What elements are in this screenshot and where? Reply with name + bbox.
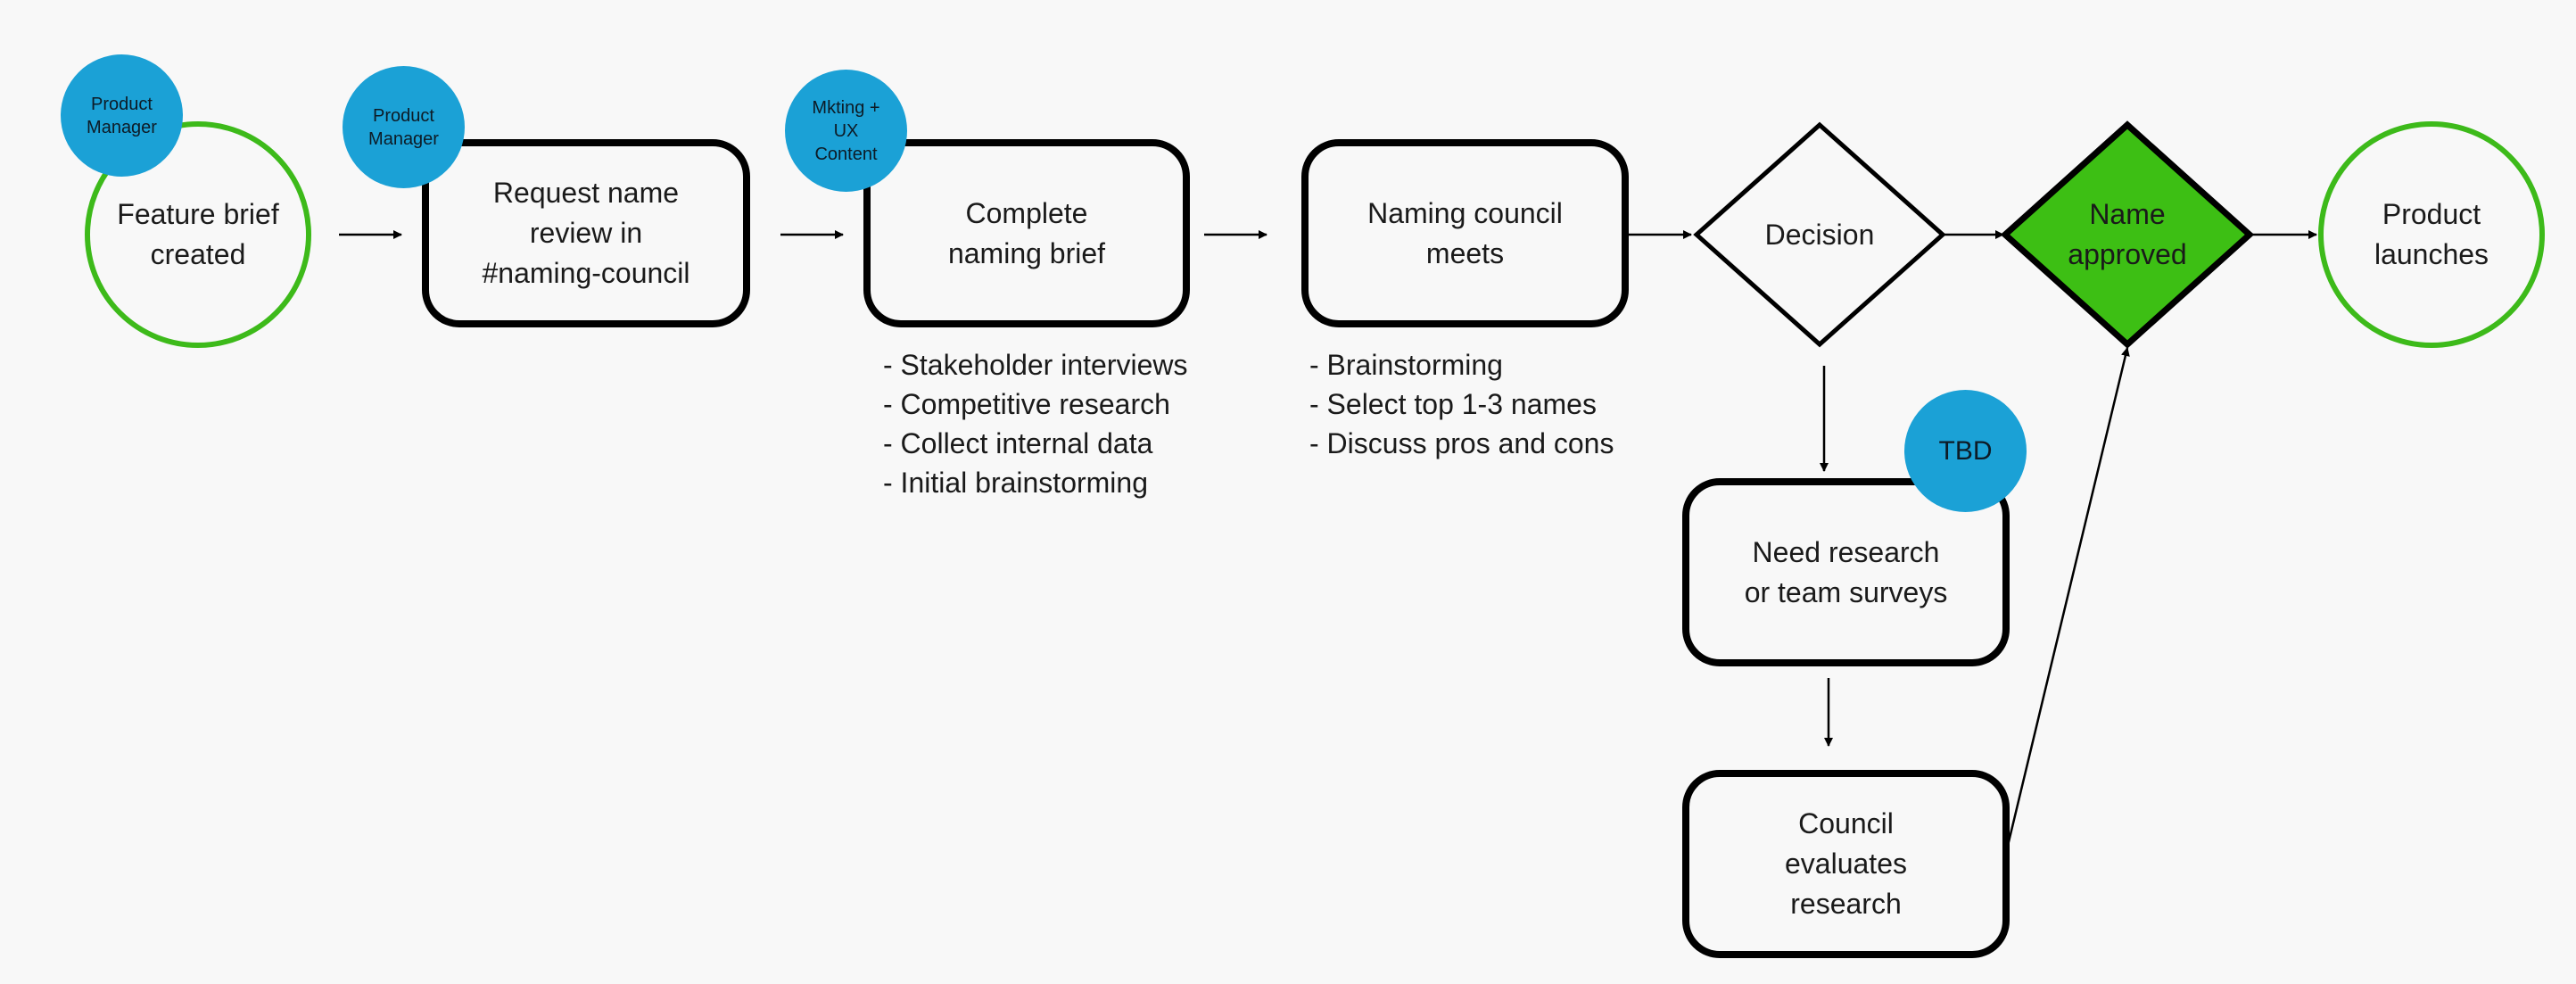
- note-item: - Discuss pros and cons: [1309, 427, 1614, 459]
- naming-brief-box: [863, 139, 1190, 327]
- decision-diamond-shape: [1693, 121, 1946, 348]
- council-meets-box: [1301, 139, 1629, 327]
- note-item: - Competitive research: [883, 388, 1170, 420]
- approved-label: Name approved: [2068, 198, 2187, 270]
- note-item: - Brainstorming: [1309, 349, 1503, 381]
- approved-diamond-shape: [2000, 120, 2255, 349]
- role-badge-product-manager: Product Manager: [61, 54, 183, 177]
- decision-label: Decision: [1764, 218, 1875, 251]
- start-node-shape: [85, 121, 311, 348]
- feature-brief-label: Feature brief created: [117, 198, 279, 270]
- request-review-label: Request name review in #naming-council: [482, 177, 690, 289]
- arrow-evaluate-to-approved: [2005, 347, 2130, 850]
- note-item: - Select top 1-3 names: [1309, 388, 1597, 420]
- note-item: - Collect internal data: [883, 427, 1153, 459]
- role-badge-tbd: TBD: [1904, 390, 2027, 512]
- council-evaluates-label: Council evaluates research: [1785, 807, 1907, 920]
- product-launches-label: Product launches: [2374, 198, 2489, 270]
- need-research-box: [1682, 478, 2010, 666]
- request-review-box: [422, 139, 750, 327]
- council-meets-label: Naming council meets: [1367, 196, 1563, 269]
- naming-brief-label: Complete naming brief: [947, 196, 1106, 269]
- need-research-label: Need research or team surveys: [1744, 535, 1948, 608]
- council-evaluates-box: [1682, 770, 2010, 958]
- note-item: - Stakeholder interviews: [883, 349, 1188, 381]
- council-notes: - Brainstorming - Select top 1-3 names -…: [1309, 345, 1614, 463]
- role-badge-product-manager: Product Manager: [343, 66, 465, 188]
- note-item: - Initial brainstorming: [883, 467, 1148, 499]
- end-node-shape: [2318, 121, 2545, 348]
- naming-brief-notes: - Stakeholder interviews - Competitive r…: [883, 345, 1187, 502]
- role-badge-marketing-ux: Mkting + UX Content: [785, 70, 907, 192]
